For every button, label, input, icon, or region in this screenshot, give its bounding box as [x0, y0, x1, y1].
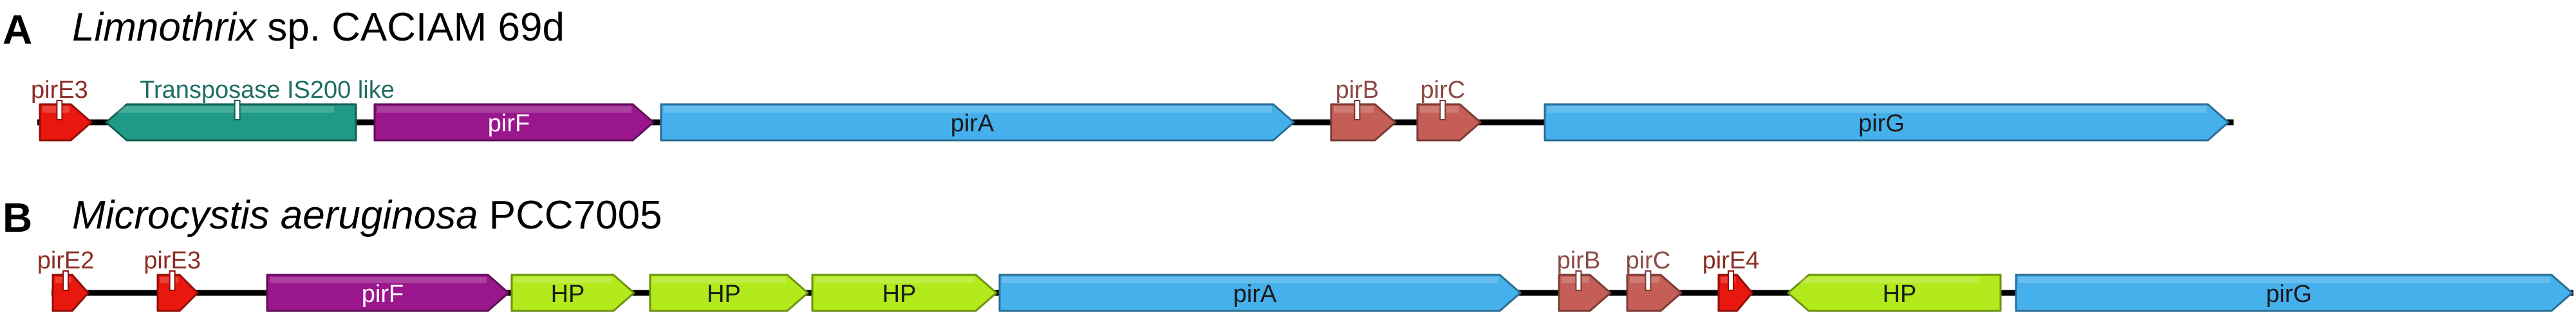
- panel-a-title: Limnothrix sp. CACIAM 69d: [72, 8, 565, 48]
- panel-b-gene-hp-10-highlight: [1791, 277, 1979, 283]
- panel-a-gene-transposase-is200-like-1-arrow: [105, 103, 357, 142]
- panel-a-gene-pira-3-arrow: [660, 103, 1295, 142]
- panel-a-organism-italic: Limnothrix: [72, 5, 256, 50]
- panel-b-gene-pirb-7: pirB: [1557, 247, 1612, 312]
- panel-b-gene-hp-3-highlight: [514, 277, 612, 283]
- panel-a-gene-pire3-0-highlight: [42, 106, 70, 113]
- panel-a-organism-rest: sp. CACIAM 69d: [256, 5, 565, 50]
- panel-b-organism-rest: PCC7005: [478, 193, 662, 238]
- panel-a-gene-pire3-0-arrow: [39, 103, 93, 142]
- panel-b-gene-pirc-8-arrow: [1626, 274, 1683, 312]
- panel-b-gene-pirb-7-arrow: [1558, 274, 1612, 312]
- panel-a-gene-pire3-0-label: pirE3: [31, 77, 88, 104]
- panel-b-gene-pire3-1: pirE3: [144, 247, 201, 312]
- panel-a-letter: A: [3, 6, 33, 53]
- panel-b-gene-hp-4: HP: [649, 274, 809, 312]
- panel-b-gene-pire4-9-label: pirE4: [1703, 247, 1760, 274]
- panel-a-gene-pirb-4-marker: [1354, 100, 1361, 120]
- panel-b-gene-pire2-0-marker: [62, 270, 70, 291]
- panel-b-gene-hp-4-arrow: [649, 274, 809, 312]
- panel-a-gene-transposase-is200-like-1-highlight: [109, 106, 334, 113]
- panel-a-gene-pira-3: pirA: [660, 103, 1295, 142]
- panel-b-gene-pire2-0-arrow: [51, 274, 89, 312]
- panel-b-gene-hp-3: HP: [510, 274, 635, 312]
- panel-b-gene-pirf-2-label: pirF: [362, 281, 404, 308]
- panel-b-gene-hp-5-arrow: [811, 274, 998, 312]
- panel-a-gene-pira-3-label: pirA: [951, 110, 994, 137]
- panel-a-gene-pirf-2-label: pirF: [488, 110, 530, 137]
- panel-a-gene-pirb-4-label: pirB: [1336, 77, 1379, 104]
- panel-a-gene-transposase-is200-like-1-label: Transposase IS200 like: [140, 77, 395, 104]
- panel-b-gene-hp-3-label: HP: [551, 281, 585, 308]
- panel-b-organism-italic: Microcystis aeruginosa: [72, 193, 478, 238]
- panel-a-gene-pire3-0-marker: [56, 100, 63, 120]
- panel-b-gene-hp-3-arrow: [510, 274, 635, 312]
- panel-b-gene-pirg-11: pirG: [2015, 274, 2573, 312]
- panel-b-gene-pirb-7-highlight: [1562, 277, 1589, 283]
- panel-b-gene-pire3-1-label: pirE3: [144, 247, 201, 274]
- panel-b-gene-hp-4-highlight: [653, 277, 786, 283]
- panel-b-gene-hp-10-arrow: [1787, 274, 2002, 312]
- panel-a-gene-transposase-is200-like-1: Transposase IS200 like: [105, 77, 395, 142]
- panel-a-gene-pirc-5: pirC: [1416, 77, 1482, 142]
- panel-b-gene-pira-6-label: pirA: [1233, 281, 1277, 308]
- panel-b-gene-pirf-2-arrow: [266, 274, 510, 312]
- panel-b-gene-pire2-0-label: pirE2: [37, 247, 95, 274]
- panel-b-gene-pirg-11-arrow: [2015, 274, 2573, 312]
- panel-b-gene-hp-5-highlight: [815, 277, 975, 283]
- panel-b-gene-pire4-9: pirE4: [1703, 247, 1760, 312]
- panel-b-letter: B: [3, 194, 33, 241]
- panel-a-gene-pirf-2: pirF: [373, 103, 655, 142]
- panel-b-gene-pirc-8-highlight: [1630, 277, 1659, 283]
- panel-a-gene-pirf-2-arrow: [373, 103, 655, 142]
- panel-b-gene-pirf-2-highlight: [270, 277, 487, 283]
- panel-b-gene-pira-6: pirA: [998, 274, 1522, 312]
- panel-b-gene-hp-5: HP: [811, 274, 998, 312]
- panel-a-gene-pirf-2-highlight: [377, 106, 631, 113]
- panel-b-gene-pira-6-arrow: [998, 274, 1522, 312]
- panel-a-gene-transposase-is200-like-1-marker: [234, 100, 241, 120]
- panel-a-gene-pire3-0: pirE3: [31, 77, 93, 142]
- panel-b-gene-pirb-7-marker: [1575, 270, 1582, 291]
- panel-a-gene-pirg-6-arrow: [1544, 103, 2230, 142]
- panel-b-gene-pirg-11-highlight: [2019, 277, 2550, 283]
- panel-a-gene-pira-3-highlight: [664, 106, 1272, 113]
- panel-a-gene-pirc-5-label: pirC: [1421, 77, 1466, 104]
- panel-a-gene-pirg-6-highlight: [1547, 106, 2207, 113]
- panel-b-gene-hp-4-label: HP: [707, 281, 741, 308]
- panel-a-gene-pirg-6: pirG: [1544, 103, 2230, 142]
- panel-b-gene-pire4-9-marker: [1727, 270, 1734, 291]
- panel-a-gene-pirc-5-marker: [1439, 100, 1446, 120]
- panel-b-gene-pire3-1-marker: [169, 270, 176, 291]
- panel-b-gene-pirc-8-marker: [1645, 270, 1652, 291]
- panel-b-gene-pirg-11-label: pirG: [2266, 281, 2312, 308]
- panel-b-gene-hp-10-label: HP: [1883, 281, 1917, 308]
- panel-a-gene-pirb-4-arrow: [1330, 103, 1397, 142]
- panel-a-gene-pirc-5-arrow: [1416, 103, 1482, 142]
- panel-b-gene-pirc-8-label: pirC: [1626, 247, 1671, 274]
- panel-a-gene-pirc-5-highlight: [1420, 106, 1459, 113]
- panel-b-gene-pire3-1-arrow: [156, 274, 199, 312]
- panel-b-gene-pirf-2: pirF: [266, 274, 510, 312]
- panel-b-gene-pira-6-highlight: [1002, 277, 1498, 283]
- panel-b-title: Microcystis aeruginosa PCC7005: [72, 196, 662, 236]
- panel-b-gene-hp-10: HP: [1787, 274, 2002, 312]
- panel-b-gene-pirc-8: pirC: [1626, 247, 1683, 312]
- panel-b-gene-pire2-0: pirE2: [37, 247, 95, 312]
- panel-b-gene-hp-5-label: HP: [882, 281, 917, 308]
- panel-a-gene-pirb-4: pirB: [1330, 77, 1397, 142]
- panel-a-gene-pirg-6-label: pirG: [1858, 110, 1905, 137]
- panel-b-gene-pirb-7-label: pirB: [1557, 247, 1601, 274]
- panel-a-gene-pirb-4-highlight: [1334, 106, 1374, 113]
